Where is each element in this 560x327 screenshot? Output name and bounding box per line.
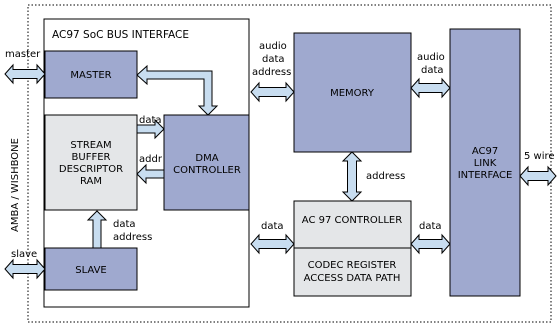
master-block-label: MASTER <box>70 70 111 81</box>
dma-controller-block <box>163 114 250 211</box>
slave-block <box>44 247 138 291</box>
memory-link-arrow <box>410 77 451 99</box>
dma-to-sbdr-arrow <box>136 163 165 185</box>
sbdr-to-dma-arrow <box>136 118 165 140</box>
five-wire-arrow <box>519 165 557 187</box>
slave-to-sbdr-arrow <box>86 210 108 249</box>
memory-link-label-line1: audio <box>417 52 445 63</box>
memory-link-label-line2: data <box>421 65 444 76</box>
sbdr-label-line1: STREAM <box>70 140 111 151</box>
memory-controller-address-label: address <box>366 171 405 182</box>
master-port-label: master <box>5 49 41 60</box>
sbdr-label-line4: RAM <box>80 176 102 187</box>
codec-register-access-block <box>293 247 412 297</box>
bus-controller-arrow <box>250 233 295 255</box>
ac97-link-interface-block <box>449 28 521 297</box>
dma-memory-label-line2: data <box>262 54 285 65</box>
codec-register-label-line2: ACCESS DATA PATH <box>304 273 401 284</box>
dma-label-line2: CONTROLLER <box>173 165 241 176</box>
bus-side-label: AMBA / WISHBONE <box>10 138 21 232</box>
soc-bus-interface-title: AC97 SoC BUS INTERFACE <box>52 29 189 41</box>
memory-block-label: MEMORY <box>330 88 375 99</box>
controller-link-data-label: data <box>419 221 442 232</box>
dma-memory-label-line3: address <box>252 67 291 78</box>
link-label-line3: INTERFACE <box>458 170 513 181</box>
slave-port-arrow <box>4 258 46 280</box>
dma-memory-label-line1: audio <box>259 41 287 52</box>
memory-block <box>293 32 412 153</box>
link-label-line2: LINK <box>474 158 497 169</box>
memory-controller-arrow <box>341 151 363 202</box>
dma-to-sbdr-addr-label: addr <box>139 154 163 165</box>
slave-to-sbdr-label-line1: data <box>113 219 136 230</box>
bus-controller-data-label: data <box>261 221 284 232</box>
sbdr-label-line2: BUFFER <box>72 152 111 163</box>
slave-to-sbdr-label-line2: address <box>113 232 152 243</box>
dma-memory-arrow <box>250 81 295 103</box>
sbdr-label-line3: DESCRIPTOR <box>59 164 123 175</box>
ac97-controller-label: AC 97 CONTROLLER <box>302 215 402 226</box>
controller-link-arrow <box>410 233 451 255</box>
slave-port-label: slave <box>11 249 37 260</box>
master-port-arrow <box>4 63 46 85</box>
slave-block-label: SLAVE <box>75 265 107 276</box>
master-block <box>44 50 138 99</box>
stream-buffer-descriptor-ram-block <box>44 114 138 211</box>
five-wire-label: 5 wire <box>524 151 555 162</box>
codec-register-label-line1: CODEC REGISTER <box>308 260 397 271</box>
link-label-line1: AC97 <box>472 146 498 157</box>
dma-label-line1: DMA <box>195 153 218 164</box>
sbdr-to-dma-data-label: data <box>139 115 162 126</box>
